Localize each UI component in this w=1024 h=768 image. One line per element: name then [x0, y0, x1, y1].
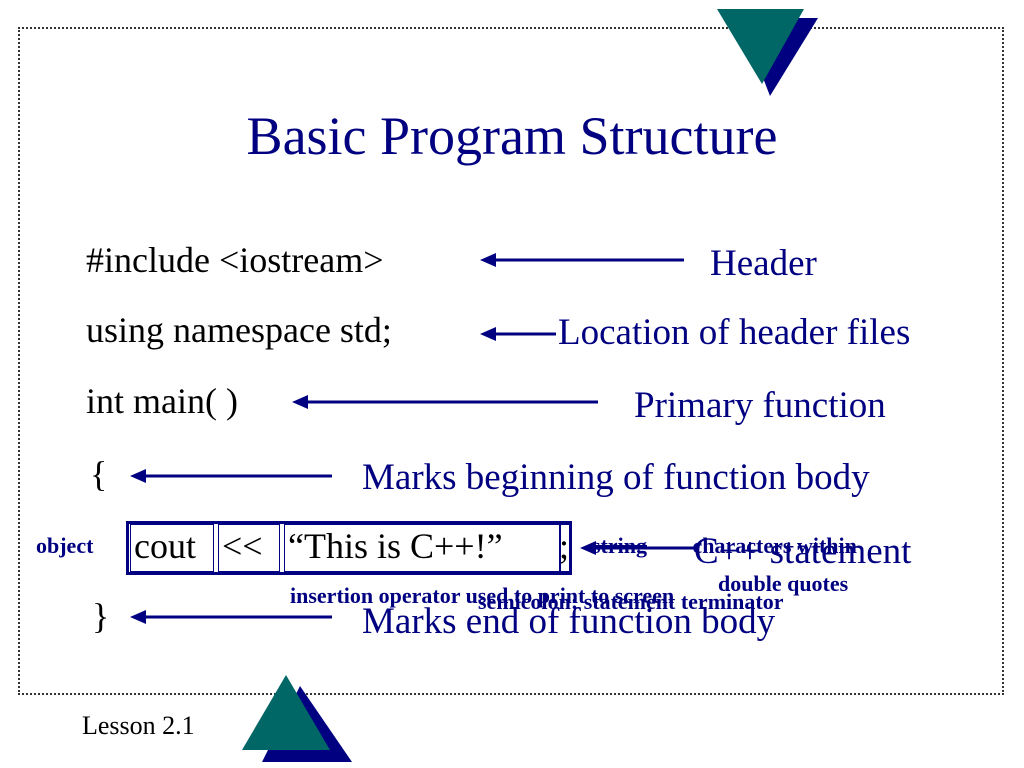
annotation-primary: Primary function: [634, 385, 886, 426]
code-object: cout: [134, 526, 196, 566]
code-operator: <<: [222, 526, 263, 566]
code-string: “This is C++!”: [288, 526, 503, 566]
operator-box: [218, 524, 280, 572]
code-line-main: int main( ): [86, 381, 238, 421]
triangle-teal-top: [717, 9, 804, 84]
footer-lesson: Lesson 2.1: [82, 711, 195, 740]
label-semicolon: semicolon: statement terminator: [478, 589, 784, 614]
code-line-include: #include <iostream>: [86, 240, 384, 280]
code-line-open-brace: {: [90, 454, 108, 494]
code-line-namespace: using namespace std;: [86, 310, 392, 350]
code-semicolon: ;: [559, 526, 570, 566]
annotation-statement: C++ statement: [694, 531, 912, 572]
object-box: [130, 524, 214, 572]
slide-title: Basic Program Structure: [246, 106, 778, 166]
triangle-teal-bottom: [242, 675, 330, 750]
label-string-desc-2: double quotes: [718, 571, 849, 596]
annotation-location: Location of header files: [558, 312, 911, 353]
annotation-end: Marks end of function body: [362, 601, 776, 642]
annotation-begin: Marks beginning of function body: [362, 457, 870, 498]
label-insertion: insertion operator used to print to scre…: [290, 583, 675, 608]
annotation-header: Header: [710, 243, 817, 284]
label-object: object: [36, 533, 94, 558]
semicolon-box: [560, 524, 570, 572]
string-box: [284, 524, 560, 572]
label-string: string: [592, 533, 647, 558]
code-line-close-brace: }: [92, 596, 110, 636]
slide-frame: [18, 27, 1004, 695]
statement-box: [126, 521, 572, 575]
label-string-desc-1: – characters within: [676, 533, 857, 558]
